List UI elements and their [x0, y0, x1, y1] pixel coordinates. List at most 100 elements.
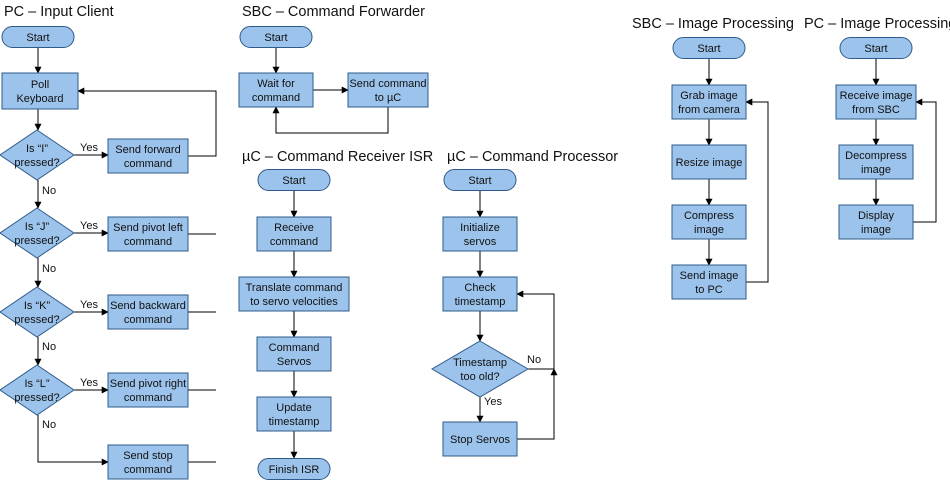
node-label: Wait for	[257, 78, 295, 90]
node-label: Poll	[31, 79, 49, 91]
node-pi-display: Display image	[838, 204, 914, 240]
terminator-shape	[672, 37, 746, 59]
node-label: Grab image	[680, 90, 737, 102]
node-label: timestamp	[269, 416, 320, 428]
node-rx-finish: Finish ISR	[257, 458, 331, 480]
node-label: Display	[858, 210, 895, 222]
decision-shape	[431, 340, 529, 398]
node-label: Send forward	[115, 144, 180, 156]
decision-shape	[0, 207, 75, 259]
node-label: Update	[276, 402, 311, 414]
process-shape	[347, 72, 429, 108]
node-label: Is “K”	[24, 300, 51, 312]
node-label: Start	[264, 32, 287, 44]
node-label: pressed?	[14, 157, 59, 169]
node-fw-start: Start	[239, 26, 313, 48]
node-label: Is “J”	[25, 221, 50, 233]
node-label: Receive image	[840, 90, 913, 102]
node-label: pressed?	[14, 392, 59, 404]
process-shape	[835, 84, 917, 120]
process-shape	[238, 276, 350, 312]
node-label: Check	[464, 282, 496, 294]
node-rx-receive: Receive command	[256, 216, 332, 252]
process-shape	[256, 396, 332, 432]
node-label: Is “L”	[24, 378, 49, 390]
node-pi-start: Start	[839, 37, 913, 59]
node-rx-update: Update timestamp	[256, 396, 332, 432]
edge-label-yes: Yes	[80, 299, 98, 311]
edge-pc-is-l-to-pc-send-stop	[37, 415, 109, 466]
edge-label-yes: Yes	[80, 220, 98, 232]
node-label: Send pivot right	[110, 378, 186, 390]
node-si-resize: Resize image	[671, 144, 747, 180]
process-shape	[256, 336, 332, 372]
edge-cp-too-old-to-cp-check	[516, 290, 555, 370]
process-shape	[442, 421, 518, 457]
node-label: command	[124, 464, 172, 476]
node-pc-send-backward: Send backward command	[107, 294, 189, 330]
node-label: pressed?	[14, 314, 59, 326]
node-label: Start	[26, 32, 49, 44]
node-label: Servos	[277, 356, 312, 368]
node-pi-decompress: Decompress image	[838, 144, 914, 180]
node-label: Send pivot left	[113, 222, 183, 234]
edge-label-no: No	[42, 419, 56, 431]
node-si-grab: Grab image from camera	[671, 84, 747, 120]
node-label: command	[124, 158, 172, 170]
node-label: Start	[697, 43, 720, 55]
section-title-pc-input: PC – Input Client	[4, 4, 114, 20]
section-title-pc-image: PC – Image Processing	[804, 16, 950, 32]
process-shape	[107, 372, 189, 408]
node-label: to servo velocities	[250, 296, 338, 308]
node-label: Send backward	[110, 300, 186, 312]
node-label: Start	[282, 175, 305, 187]
node-label: command	[270, 236, 318, 248]
node-label: pressed?	[14, 235, 59, 247]
process-shape	[671, 204, 747, 240]
terminator-shape	[239, 26, 313, 48]
node-label: image	[694, 224, 724, 236]
node-label: too old?	[460, 371, 499, 383]
node-label: Send image	[680, 270, 739, 282]
node-label: image	[861, 164, 891, 176]
process-shape	[256, 216, 332, 252]
node-label: Start	[468, 175, 491, 187]
node-label: command	[124, 314, 172, 326]
node-cp-stop: Stop Servos	[442, 421, 518, 457]
node-label: from camera	[678, 104, 741, 116]
node-label: image	[861, 224, 891, 236]
node-pc-is-l: Is “L” pressed?	[0, 364, 75, 416]
edge-label-yes: Yes	[80, 142, 98, 154]
decision-shape	[0, 129, 75, 181]
decision-shape	[0, 364, 75, 416]
process-shape	[238, 72, 314, 108]
node-label: Is “I”	[26, 143, 48, 155]
node-label: to µC	[375, 92, 402, 104]
node-pc-is-k: Is “K” pressed?	[0, 286, 75, 338]
terminator-shape	[443, 169, 517, 191]
edge-label-no: No	[42, 341, 56, 353]
node-si-start: Start	[672, 37, 746, 59]
node-label: Finish ISR	[269, 464, 320, 476]
node-label: Receive	[274, 222, 314, 234]
node-label: Start	[864, 43, 887, 55]
node-label: Keyboard	[16, 93, 63, 105]
edge-cp-stop-to-cp-check	[517, 368, 558, 440]
section-title-sbc-forwarder: SBC – Command Forwarder	[242, 4, 425, 20]
edge-label-no: No	[42, 185, 56, 197]
terminator-shape	[1, 26, 75, 48]
node-label: Decompress	[845, 150, 907, 162]
process-shape	[671, 84, 747, 120]
node-label: command	[252, 92, 300, 104]
terminator-shape	[257, 169, 331, 191]
node-rx-start: Start	[257, 169, 331, 191]
